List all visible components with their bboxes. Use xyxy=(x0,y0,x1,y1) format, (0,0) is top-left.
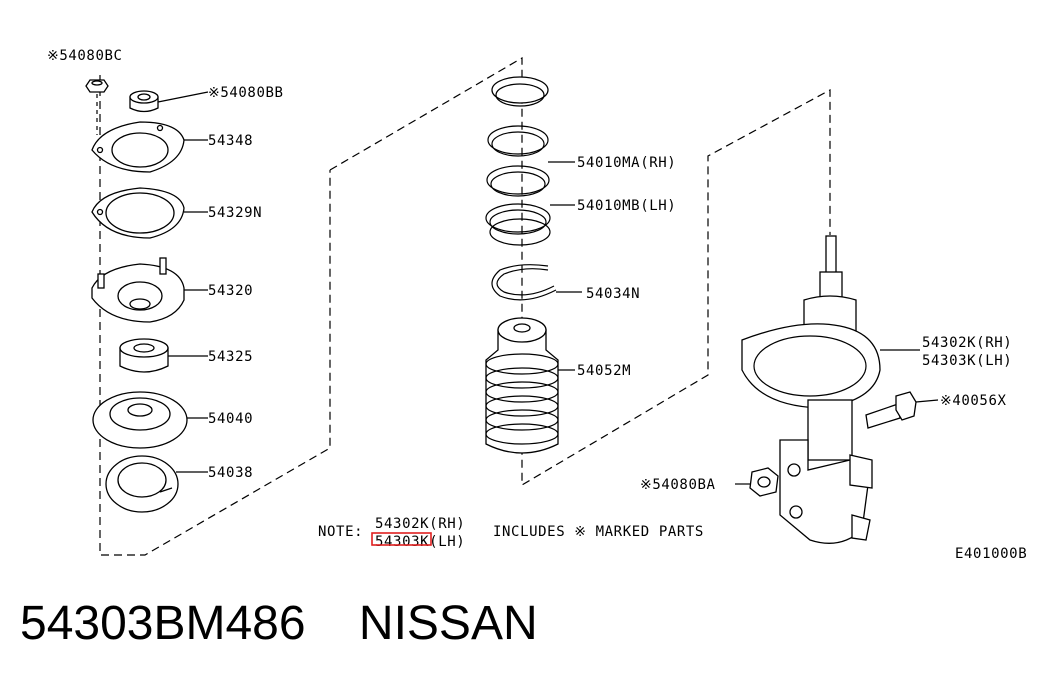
exploded-parts-diagram: ※54080BC ※54080BB 54348 54329N 54320 543… xyxy=(47,48,1027,562)
bush-54325 xyxy=(119,338,169,373)
note-suffix: INCLUDES ※ MARKED PARTS xyxy=(493,524,704,540)
note-line-lh: 54303K(LH) xyxy=(375,534,465,550)
callout-54080bc: ※54080BC xyxy=(47,48,123,64)
part-number-caption: 54303BM486 NISSAN xyxy=(20,597,538,650)
nut-54080bb xyxy=(129,90,159,113)
gasket-54329n xyxy=(91,187,185,239)
callout-54348: 54348 xyxy=(208,133,253,149)
callout-54320: 54320 xyxy=(208,283,253,299)
callout-54034n: 54034N xyxy=(586,286,640,302)
spring-group-outline xyxy=(329,56,831,487)
spring-seat-54038 xyxy=(105,455,179,513)
callout-54010ma: 54010MA(RH) xyxy=(577,155,676,171)
left-group-outline xyxy=(99,75,331,556)
strut-mount-54320 xyxy=(91,257,185,323)
diagram-code: E401000B xyxy=(955,546,1027,562)
note-prefix: NOTE: xyxy=(318,524,363,540)
callout-54010mb: 54010MB(LH) xyxy=(577,198,676,214)
part-highlight-box xyxy=(371,532,432,546)
callout-54052m: 54052M xyxy=(577,363,631,379)
bolt-40056x xyxy=(865,391,917,429)
callout-54040: 54040 xyxy=(208,411,253,427)
nut-54080bc xyxy=(85,79,109,93)
callout-54080ba: ※54080BA xyxy=(640,477,716,493)
callout-40056x: ※40056X xyxy=(940,393,1007,409)
callout-54302k: 54302K(RH) xyxy=(922,335,1012,351)
callout-54303k: 54303K(LH) xyxy=(922,353,1012,369)
dust-boot-54052m xyxy=(485,317,559,454)
plate-54348 xyxy=(91,121,185,173)
note-line-rh: 54302K(RH) xyxy=(375,516,465,532)
callout-54325: 54325 xyxy=(208,349,253,365)
bump-ring-54034n xyxy=(491,264,557,301)
callout-54329n: 54329N xyxy=(208,205,262,221)
callout-54080bb: ※54080BB xyxy=(208,85,284,101)
callout-54038: 54038 xyxy=(208,465,253,481)
bearing-54040 xyxy=(92,391,188,449)
strut-assembly-54302k xyxy=(741,235,881,544)
nut-54080ba xyxy=(749,467,779,497)
coil-spring-54010 xyxy=(485,76,551,246)
